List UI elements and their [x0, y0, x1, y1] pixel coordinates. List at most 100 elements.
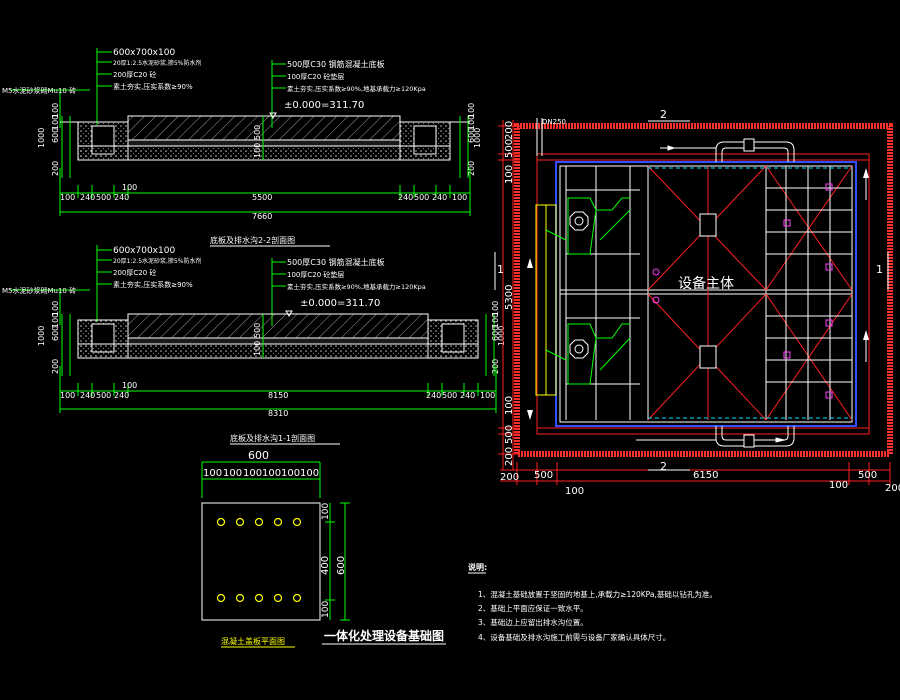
plate-right-400: 400	[320, 556, 331, 575]
plate-dim-100-2: 100	[223, 468, 242, 479]
dim-l-600: 600	[51, 128, 60, 143]
dim-l-1000: 1000	[37, 326, 46, 346]
plate-caption: 混凝土盖板平面图	[221, 636, 285, 646]
callout-c20: 200厚C20 砼	[113, 268, 156, 277]
plan-dim-500b: 500	[504, 425, 515, 444]
equipment-plan: 200 500 100 5300 100 500 200 200 500 615…	[494, 108, 900, 497]
dim-inner-100: 100	[253, 143, 262, 158]
dim-l-100b: 100	[51, 301, 60, 316]
plan-sub-100a: 100	[565, 486, 584, 497]
dim-b-240b: 240	[114, 193, 129, 202]
plan-b-200b: 200	[885, 483, 900, 494]
dim-l-100a: 100	[51, 313, 60, 328]
callout-c30: 500厚C30 钢筋混凝土底板	[287, 257, 385, 267]
dim-b-240: 240	[80, 391, 95, 400]
plan-dim-5300: 5300	[504, 285, 515, 310]
section-mark-left: 1	[497, 263, 504, 276]
main-title: 一体化处理设备基础图	[324, 628, 444, 643]
plan-dim-500a: 500	[504, 139, 515, 158]
plate-right-total: 600	[336, 556, 347, 575]
callout-cover-plate: 600x700x100	[113, 246, 175, 256]
dim-total: 8310	[268, 409, 288, 418]
equipment-label: 设备主体	[678, 275, 734, 292]
elevation-label: ±0.000=311.70	[284, 100, 364, 111]
dim-inner-500: 500	[253, 323, 262, 338]
note-3: 3、基础边上应留出排水沟位置。	[478, 617, 588, 627]
callout-bearing: 素土夯实,压实系数≥90%,地基承载力≥120Kpa	[287, 282, 426, 291]
dim-r-100b: 100	[467, 103, 476, 118]
dim-b-240b: 240	[114, 391, 129, 400]
dim-b-240: 240	[80, 193, 95, 202]
section-mark-right: 1	[876, 263, 883, 276]
dim-b-100c: 100	[452, 193, 467, 202]
dim-r-600: 600	[467, 128, 476, 143]
dim-r-200: 200	[467, 161, 476, 176]
callout-soil: 素土夯实,压实系数≥90%	[113, 82, 193, 91]
plan-b-200a: 200	[500, 472, 519, 483]
cover-plate-plan: 600 100 100 100 100 100 100 100 400 100 …	[201, 449, 350, 648]
dim-r-100a: 100	[491, 313, 500, 328]
note-4: 4、设备基础及排水沟施工前需与设备厂家确认具体尺寸。	[478, 632, 670, 642]
dim-b-240c: 240	[398, 193, 413, 202]
dim-b-500: 500	[96, 193, 111, 202]
dim-l-200: 200	[51, 161, 60, 176]
dim-l-1000: 1000	[37, 128, 46, 148]
dim-inner-100: 100	[253, 341, 262, 356]
notes-title: 说明:	[468, 562, 487, 572]
dim-b-500: 500	[96, 391, 111, 400]
section-caption: 底板及排水沟1-1剖面图	[230, 433, 315, 443]
dim-total: 7660	[252, 212, 272, 221]
callout-c20: 200厚C20 砼	[113, 70, 156, 79]
dim-l-200: 200	[51, 359, 60, 374]
plan-dim-100b: 100	[504, 396, 515, 415]
callout-bearing: 素土夯实,压实系数≥90%,地基承载力≥120Kpa	[287, 84, 426, 93]
dim-l-100a: 100	[51, 115, 60, 130]
elevation-label: ±0.000=311.70	[300, 298, 380, 309]
callout-c20-cushion: 100厚C20 砼垫层	[287, 72, 344, 81]
callout-mortar: 20厚1:2.5水泥砂浆,掺5%防水剂	[113, 257, 201, 265]
callout-soil: 素土夯实,压实系数≥90%	[113, 280, 193, 289]
dim-b-100: 100	[60, 391, 75, 400]
section-mark-bottom: 2	[660, 460, 667, 473]
dim-b-500b: 500	[414, 193, 429, 202]
dim-l-600: 600	[51, 326, 60, 341]
dim-b-240d: 240	[432, 193, 447, 202]
plate-dim-100-3: 100	[243, 468, 262, 479]
dim-b-240d: 240	[460, 391, 475, 400]
section-mark-top: 2	[660, 108, 667, 121]
plate-dim-100-4: 100	[262, 468, 281, 479]
plan-b-500a: 500	[534, 470, 553, 481]
callout-c30: 500厚C30 钢筋混凝土底板	[287, 59, 385, 69]
dim-r-1000: 1000	[497, 326, 506, 346]
dim-r-100a: 100	[467, 115, 476, 130]
note-2: 2、基础上平面应保证一致水平。	[478, 603, 588, 613]
dim-b-100c: 100	[480, 391, 495, 400]
plate-dim-100-1: 100	[203, 468, 222, 479]
plan-dim-100a: 100	[504, 165, 515, 184]
dim-b-100b: 100	[122, 381, 137, 390]
plate-right-100a: 100	[321, 503, 331, 520]
callout-c20-cushion: 100厚C20 砼垫层	[287, 270, 344, 279]
section-2-2: 600x700x100 20厚1:2.5水泥砂浆,掺5%防水剂 200厚C20 …	[2, 48, 482, 247]
plan-sub-100b: 100	[829, 480, 848, 491]
callout-mortar: 20厚1:2.5水泥砂浆,掺5%防水剂	[113, 59, 201, 67]
section-caption: 底板及排水沟2-2剖面图	[210, 235, 295, 245]
notes: 说明: 1、混凝土基础放置于坚固的地基上,承载力≥120KPa,基础以钻孔为准。…	[468, 562, 717, 642]
plate-dim-100-6: 100	[300, 468, 319, 479]
dim-r-600: 600	[491, 326, 500, 341]
plate-right-100b: 100	[321, 601, 331, 618]
dim-r-100b: 100	[491, 301, 500, 316]
note-1: 1、混凝土基础放置于坚固的地基上,承载力≥120KPa,基础以钻孔为准。	[478, 589, 717, 599]
dim-b-5500: 5500	[252, 193, 272, 202]
plan-dim-200a: 200	[504, 121, 515, 140]
dim-b-100b: 100	[122, 183, 137, 192]
dim-b-500b: 500	[442, 391, 457, 400]
callout-cover-plate: 600x700x100	[113, 48, 175, 58]
callout-brick: M5水泥砂浆砌Mu10 砖	[2, 286, 76, 295]
callout-brick: M5水泥砂浆砌Mu10 砖	[2, 86, 76, 95]
dim-l-100b: 100	[51, 103, 60, 118]
dim-inner-500: 500	[253, 125, 262, 140]
plan-dim-200b: 200	[504, 447, 515, 466]
plan-b-500b: 500	[858, 470, 877, 481]
